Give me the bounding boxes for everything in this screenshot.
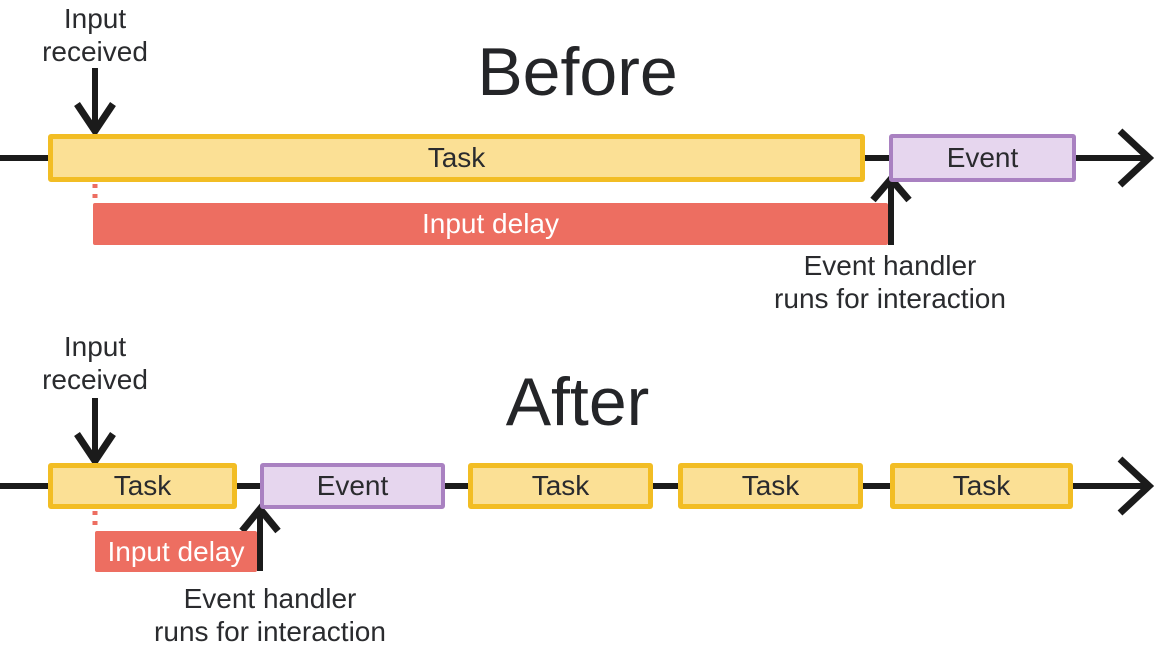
after-task-box-3: Task xyxy=(678,463,863,509)
before-task-box: Task xyxy=(48,134,865,182)
after-section-title: After xyxy=(505,364,650,440)
after-input-delay-bar: Input delay xyxy=(95,531,257,572)
before-timeline-right-arrow xyxy=(1076,128,1155,188)
after-task-box-4: Task xyxy=(890,463,1073,509)
after-input-delay-label: Input delay xyxy=(107,535,245,567)
after-handler-arrow xyxy=(239,503,281,571)
after-event-box: Event xyxy=(260,463,445,509)
after-event-handler-label: Event handler runs for interaction xyxy=(120,582,420,647)
before-event-handler-line2: runs for interaction xyxy=(774,283,1006,314)
after-event-label: Event xyxy=(316,470,389,501)
after-task-box-2: Task xyxy=(468,463,653,509)
before-input-received-label: Input received xyxy=(42,3,148,67)
before-event-handler-label: Event handler runs for interaction xyxy=(740,249,1040,315)
before-input-delay-bar: Input delay xyxy=(93,203,888,245)
after-task-label-4: Task xyxy=(952,470,1011,501)
after-task-label-2: Task xyxy=(531,470,590,501)
before-input-delay-label: Input delay xyxy=(422,208,559,239)
after-input-arrow xyxy=(74,398,116,468)
before-event-box: Event xyxy=(889,134,1076,182)
after-event-handler-line2: runs for interaction xyxy=(154,616,386,647)
after-task-label-3: Task xyxy=(741,470,800,501)
after-event-handler-line1: Event handler xyxy=(183,583,357,614)
after-timeline-right-arrow xyxy=(1073,456,1155,516)
before-event-handler-line1: Event handler xyxy=(803,250,977,281)
after-input-received-label: Input received xyxy=(42,331,148,395)
before-event-label: Event xyxy=(946,142,1019,173)
before-task-label: Task xyxy=(427,142,486,173)
after-task-box-1: Task xyxy=(48,463,237,509)
before-input-arrow xyxy=(74,68,116,138)
before-section-title: Before xyxy=(477,34,678,110)
after-task-label-1: Task xyxy=(113,470,172,501)
